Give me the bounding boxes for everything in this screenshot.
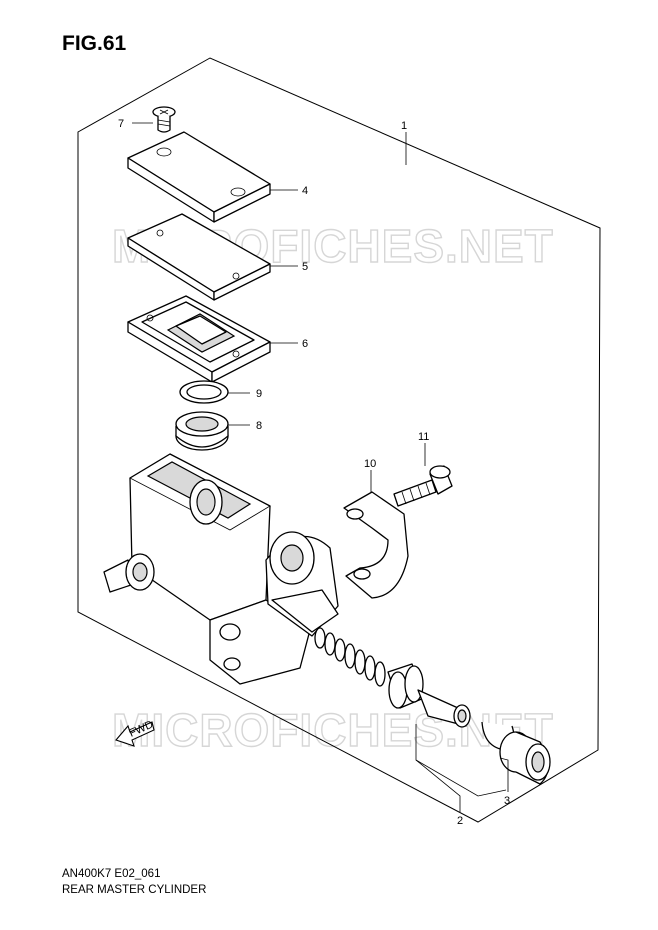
callout-8: 8 bbox=[256, 420, 262, 432]
callout-1: 1 bbox=[401, 120, 407, 132]
callout-5: 5 bbox=[302, 261, 308, 273]
part-8-bushing[interactable] bbox=[175, 411, 229, 451]
watermark-bottom: MICROFICHES.NET bbox=[112, 704, 554, 756]
group-name: REAR MASTER CYLINDER bbox=[62, 884, 207, 896]
part-6-diaphragm[interactable] bbox=[127, 295, 271, 383]
callout-2: 2 bbox=[457, 815, 463, 827]
figure-title: FIG.61 bbox=[62, 32, 127, 55]
callout-7: 7 bbox=[118, 118, 124, 130]
model-code: AN400K7 E02_061 bbox=[62, 868, 161, 880]
part-1-master-cylinder-body[interactable] bbox=[103, 453, 339, 685]
leader-3 bbox=[499, 757, 509, 792]
part-7-screw[interactable] bbox=[152, 106, 176, 133]
part-5-diaphragm-plate[interactable] bbox=[127, 213, 271, 301]
leader-2 bbox=[415, 724, 461, 812]
callout-4: 4 bbox=[302, 185, 308, 197]
callout-10: 10 bbox=[364, 458, 376, 470]
part-11-bolt[interactable] bbox=[393, 465, 453, 507]
part-3-boot[interactable] bbox=[499, 731, 551, 785]
part-9-ring[interactable] bbox=[179, 380, 229, 404]
callout-6: 6 bbox=[302, 338, 308, 350]
part-4-reservoir-cap[interactable] bbox=[127, 131, 271, 223]
leader-2-3-link bbox=[415, 759, 507, 797]
part-2-piston-assembly[interactable] bbox=[314, 627, 471, 728]
callout-3: 3 bbox=[504, 795, 510, 807]
assembly-box bbox=[77, 57, 601, 823]
callout-11: 11 bbox=[418, 431, 429, 443]
callout-9: 9 bbox=[256, 388, 262, 400]
part-10-clamp[interactable] bbox=[343, 491, 409, 599]
